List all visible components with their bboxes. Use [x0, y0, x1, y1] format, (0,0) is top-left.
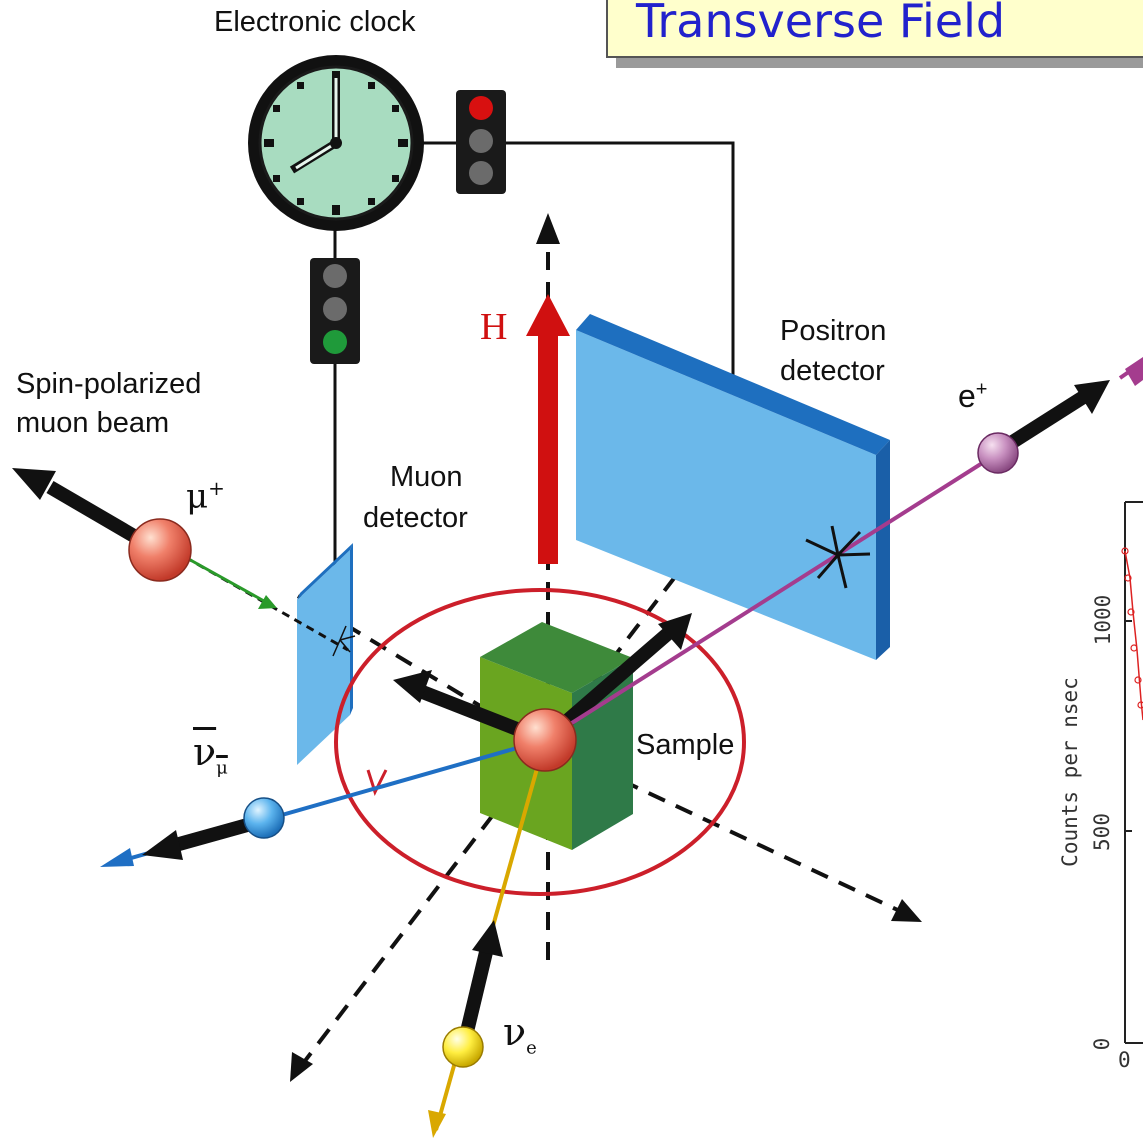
muon-antineutrino-spin-arrow	[170, 815, 260, 853]
title-banner	[606, 0, 1143, 58]
muon-antineutrino-label: νμ	[193, 730, 228, 779]
positron-hit-spark-icon	[805, 525, 871, 589]
muon-spin-arrowhead-right	[658, 613, 692, 650]
beam-label-line2: muon beam	[16, 407, 170, 439]
incoming-muon-spin-arrowhead	[12, 468, 56, 500]
positron-track	[543, 453, 997, 742]
electron-neutrino-spin-arrow	[458, 946, 494, 1042]
precession-orbit	[334, 588, 746, 896]
signal-wires	[333, 141, 735, 575]
y-axis-arrowhead	[290, 1052, 313, 1082]
inset-x-tick-0: 0	[1118, 1048, 1131, 1072]
page-title: Transverse Field	[636, 0, 1006, 48]
muon-detector	[297, 543, 353, 765]
incoming-muon-particle	[128, 518, 192, 582]
muon-spin-arrowhead-left	[393, 670, 432, 703]
stopped-muon-particle	[513, 708, 577, 772]
decay-curve	[1124, 550, 1143, 721]
muon-velocity-arrow	[184, 555, 274, 608]
muon-velocity-arrowhead	[258, 595, 277, 609]
positron-detector-label-line2: detector	[780, 355, 885, 387]
positron-detector-label-line1: Positron	[780, 315, 887, 347]
decay-data-points	[1121, 547, 1143, 709]
beam-label-line1: Spin-polarized	[16, 368, 202, 400]
muon-detector-label-line1: Muon	[390, 461, 463, 493]
positron-spin-arrowhead	[1074, 380, 1110, 414]
muon-antineutrino-arrowhead	[100, 848, 134, 867]
positron-particle	[977, 432, 1019, 474]
sample-label: Sample	[636, 729, 735, 761]
muon-antineutrino-particle	[243, 797, 285, 839]
inset-chart	[1121, 501, 1143, 1044]
electron-neutrino-label: νe	[503, 1010, 537, 1059]
field-label: H	[480, 306, 508, 348]
magnetic-field-arrow	[526, 294, 570, 564]
start-signal-light-icon	[310, 258, 360, 364]
stop-signal-light-icon	[456, 90, 506, 194]
muon-detector-label-line2: detector	[363, 502, 468, 534]
mu-plus-label: μ+	[186, 476, 225, 517]
positron-velocity-arrowhead	[1125, 357, 1143, 386]
muon-antineutrino-spin-arrowhead	[142, 830, 183, 860]
clock-label: Electronic clock	[214, 6, 416, 38]
orbit-direction-arrow	[366, 769, 388, 796]
inset-y-tick-1000: 1000	[1091, 594, 1115, 646]
inset-y-tick-0: 0	[1090, 1037, 1114, 1051]
electron-neutrino-particle	[442, 1026, 484, 1068]
x-axis-arrowhead	[891, 899, 922, 922]
inset-y-tick-500: 500	[1090, 813, 1114, 851]
electron-neutrino-spin-arrowhead	[472, 920, 503, 957]
clock-icon	[248, 55, 424, 231]
muon-hit-spark-icon	[332, 625, 356, 657]
positron-label: e+	[958, 378, 988, 414]
electron-neutrino-arrowhead	[428, 1110, 446, 1138]
z-axis-arrowhead	[536, 213, 560, 244]
inset-y-axis-label: Counts per nsec	[1058, 677, 1082, 867]
